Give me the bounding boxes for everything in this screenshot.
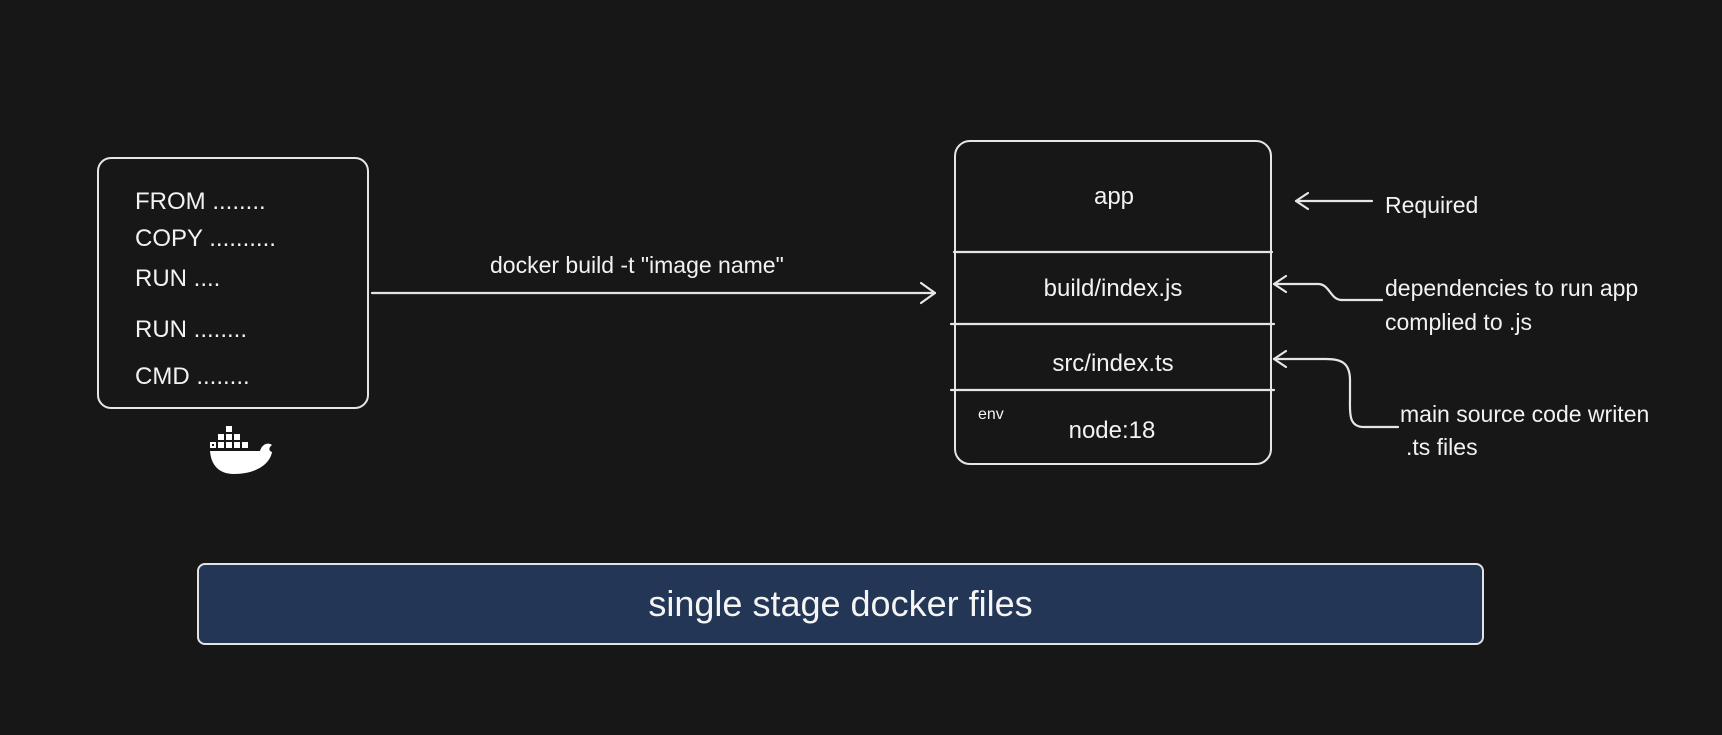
dockerfile-line-cmd: CMD ........	[135, 363, 250, 390]
title-banner: single stage docker files	[197, 563, 1484, 645]
build-command-label: docker build -t "image name"	[490, 252, 784, 278]
layer-build: build/index.js	[1043, 275, 1183, 302]
annotation-dependencies-line1: dependencies to run app	[1385, 275, 1639, 301]
dockerfile-line-from: FROM ........	[135, 188, 266, 215]
annotation-source-line1: main source code writen	[1400, 401, 1650, 427]
dockerfile-box	[97, 157, 369, 409]
required-arrow-head	[1294, 191, 1310, 211]
docker-whale-icon	[210, 426, 272, 474]
annotation-source-line2: .ts files	[1406, 434, 1478, 460]
layer-src: src/index.ts	[1052, 350, 1174, 377]
dependencies-arrow-line	[1272, 282, 1384, 302]
source-arrow-line	[1272, 357, 1400, 429]
docker-image-box	[954, 140, 1272, 465]
layer-app: app	[1093, 183, 1135, 210]
build-arrow-head	[919, 281, 937, 305]
layer-base-image: node:18	[1068, 417, 1156, 444]
dockerfile-line-run-2: RUN ........	[135, 316, 248, 343]
dependencies-arrow-head	[1272, 274, 1288, 294]
annotation-required: Required	[1385, 192, 1479, 218]
dockerfile-line-run-1: RUN ....	[135, 265, 221, 292]
banner-title: single stage docker files	[648, 583, 1033, 624]
layer-env-tag: env	[978, 406, 1004, 423]
dockerfile-line-copy: COPY ..........	[135, 225, 276, 252]
annotation-dependencies-line2: complied to .js	[1385, 309, 1533, 335]
source-arrow-head	[1272, 349, 1288, 369]
